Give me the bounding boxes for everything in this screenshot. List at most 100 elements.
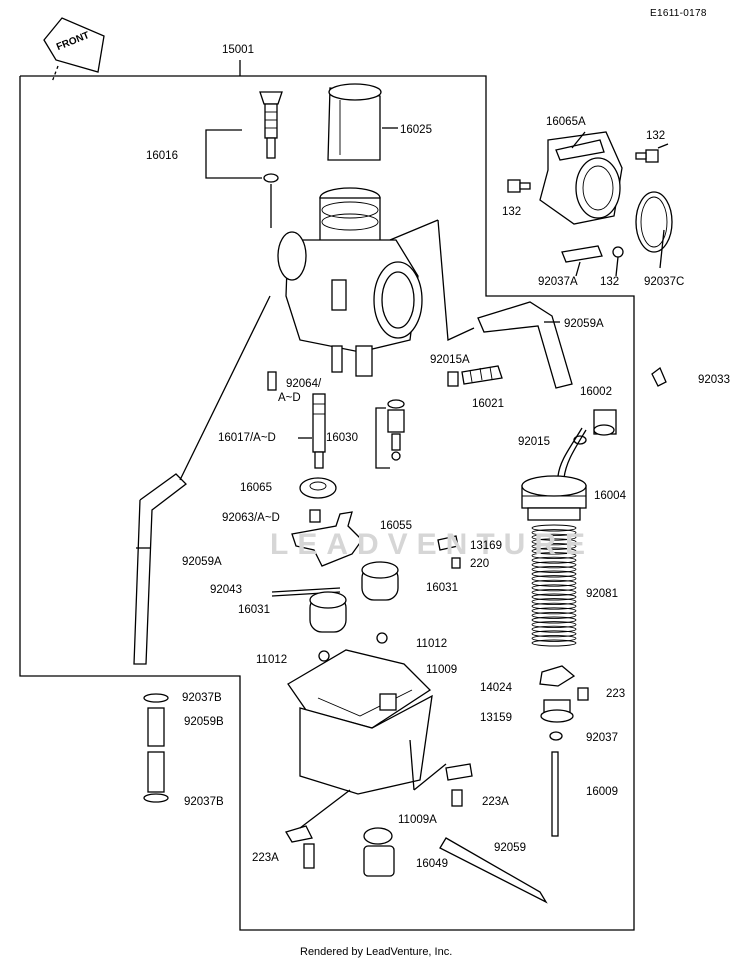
spring-92081-part [531, 524, 577, 647]
spring-coil [531, 634, 577, 642]
spring-coil [531, 565, 577, 573]
part-label-p92059A_left: 92059A [182, 556, 222, 568]
spring-coil [531, 625, 577, 633]
spring-coil [531, 611, 577, 619]
drain-hose-top-part [477, 301, 573, 389]
washer-16065-part [299, 477, 337, 499]
part-label-p16055: 16055 [380, 520, 412, 532]
part-label-p92037B_bot: 92037B [184, 796, 224, 808]
part-label-p223: 223 [606, 688, 626, 700]
spring-coil [531, 561, 577, 569]
part-label-p92037B_top: 92037B [182, 692, 222, 704]
part-label-p92037A: 92037A [538, 276, 578, 288]
part-label-p220: 220 [470, 558, 490, 570]
part-label-p16017: 16017/A~D [218, 432, 276, 444]
air-screw-part [447, 365, 503, 387]
part-label-p16030: 16030 [326, 432, 358, 444]
part-label-p13159: 13159 [480, 712, 512, 724]
clip-13169-part [437, 535, 461, 569]
part-label-p92043: 92043 [210, 584, 242, 596]
part-label-p92059: 92059 [494, 842, 526, 854]
clip-92037A-part [561, 245, 624, 263]
needle-jet-part [267, 371, 326, 469]
spring-coil [531, 621, 577, 629]
assembly-boundary [19, 75, 635, 931]
intake-manifold-part [539, 131, 623, 225]
bolt-132-part [507, 149, 659, 193]
part-label-p16009: 16009 [586, 786, 618, 798]
part-label-p13169: 13169 [470, 540, 502, 552]
reference-code: E1611-0178 [650, 8, 707, 19]
part-label-p92037: 92037 [586, 732, 618, 744]
needle-plunger-part [259, 91, 283, 183]
drain-parts-part [285, 763, 548, 904]
part-label-p16065A: 16065A [546, 116, 586, 128]
part-label-p11012a: 11012 [416, 638, 448, 650]
pilot-jet-part [387, 399, 405, 461]
throttle-slide-part [327, 83, 382, 161]
part-label-p16031b: 16031 [238, 604, 270, 616]
float-16031-part [309, 561, 399, 633]
part-label-p14024: 14024 [480, 682, 512, 694]
spring-coil [531, 538, 577, 546]
hose-92059B-part [143, 693, 169, 803]
part-label-p92064: 92064/ [286, 378, 322, 390]
spring-coil [531, 588, 577, 596]
part-label-p223A_left: 223A [252, 852, 279, 864]
carburetor-body-part [277, 187, 423, 377]
part-label-p132a: 132 [646, 130, 666, 142]
part-label-p16021: 16021 [472, 398, 504, 410]
float-bowl-part [287, 632, 433, 795]
spring-coil [531, 552, 577, 560]
carb-cap-part [521, 427, 587, 521]
spring-coil [531, 593, 577, 601]
spring-coil [531, 630, 577, 638]
choke-linkage-part [539, 665, 589, 837]
part-label-p16031a: 16031 [426, 582, 458, 594]
part-label-p11009: 11009 [426, 664, 458, 676]
assembly-label: 15001 [222, 44, 254, 56]
part-label-p92059A_top: 92059A [564, 318, 604, 330]
spring-coil [531, 616, 577, 624]
part-label-p16002: 16002 [580, 386, 612, 398]
part-label-p16065: 16065 [240, 482, 272, 494]
part-label-p92015: 92015 [518, 436, 550, 448]
part-label-p11009A: 11009A [398, 814, 437, 826]
spring-coil [531, 579, 577, 587]
part-label-p92037C: 92037C [644, 276, 685, 288]
footer-credit: Rendered by LeadVenture, Inc. [300, 946, 453, 958]
spring-coil [531, 607, 577, 615]
part-label-p132b: 132 [502, 206, 522, 218]
spring-coil [531, 570, 577, 578]
spring-coil [531, 639, 577, 647]
spring-coil [531, 575, 577, 583]
watermark-text: LEADVENTURE [270, 528, 595, 561]
part-label-p223A_right: 223A [482, 796, 509, 808]
spring-coil [531, 542, 577, 550]
spring-coil [531, 556, 577, 564]
part-label-p11012b: 11012 [256, 654, 288, 666]
part-label-p16025: 16025 [400, 124, 432, 136]
cable-adjuster-part [573, 366, 667, 445]
spring-coil [531, 547, 577, 555]
part-label-p92015A: 92015A [430, 354, 470, 366]
front-arrow-icon [43, 17, 105, 83]
spring-coil [531, 529, 577, 537]
spring-coil [531, 524, 577, 532]
spring-coil [531, 598, 577, 606]
part-label-p16016: 16016 [146, 150, 178, 162]
spring-coil [531, 533, 577, 541]
part-label-p92064_sub: A~D [278, 392, 301, 404]
drain-hose-left-part [133, 473, 187, 665]
part-label-p92033: 92033 [698, 374, 730, 386]
part-label-p92081: 92081 [586, 588, 618, 600]
part-label-p92059B: 92059B [184, 716, 224, 728]
part-label-p132c: 132 [600, 276, 620, 288]
part-label-p92063: 92063/A~D [222, 512, 280, 524]
spring-coil [531, 602, 577, 610]
spring-coil [531, 584, 577, 592]
bracket-16055-part [291, 509, 363, 567]
part-label-p16049: 16049 [416, 858, 448, 870]
part-label-p16004: 16004 [594, 490, 626, 502]
